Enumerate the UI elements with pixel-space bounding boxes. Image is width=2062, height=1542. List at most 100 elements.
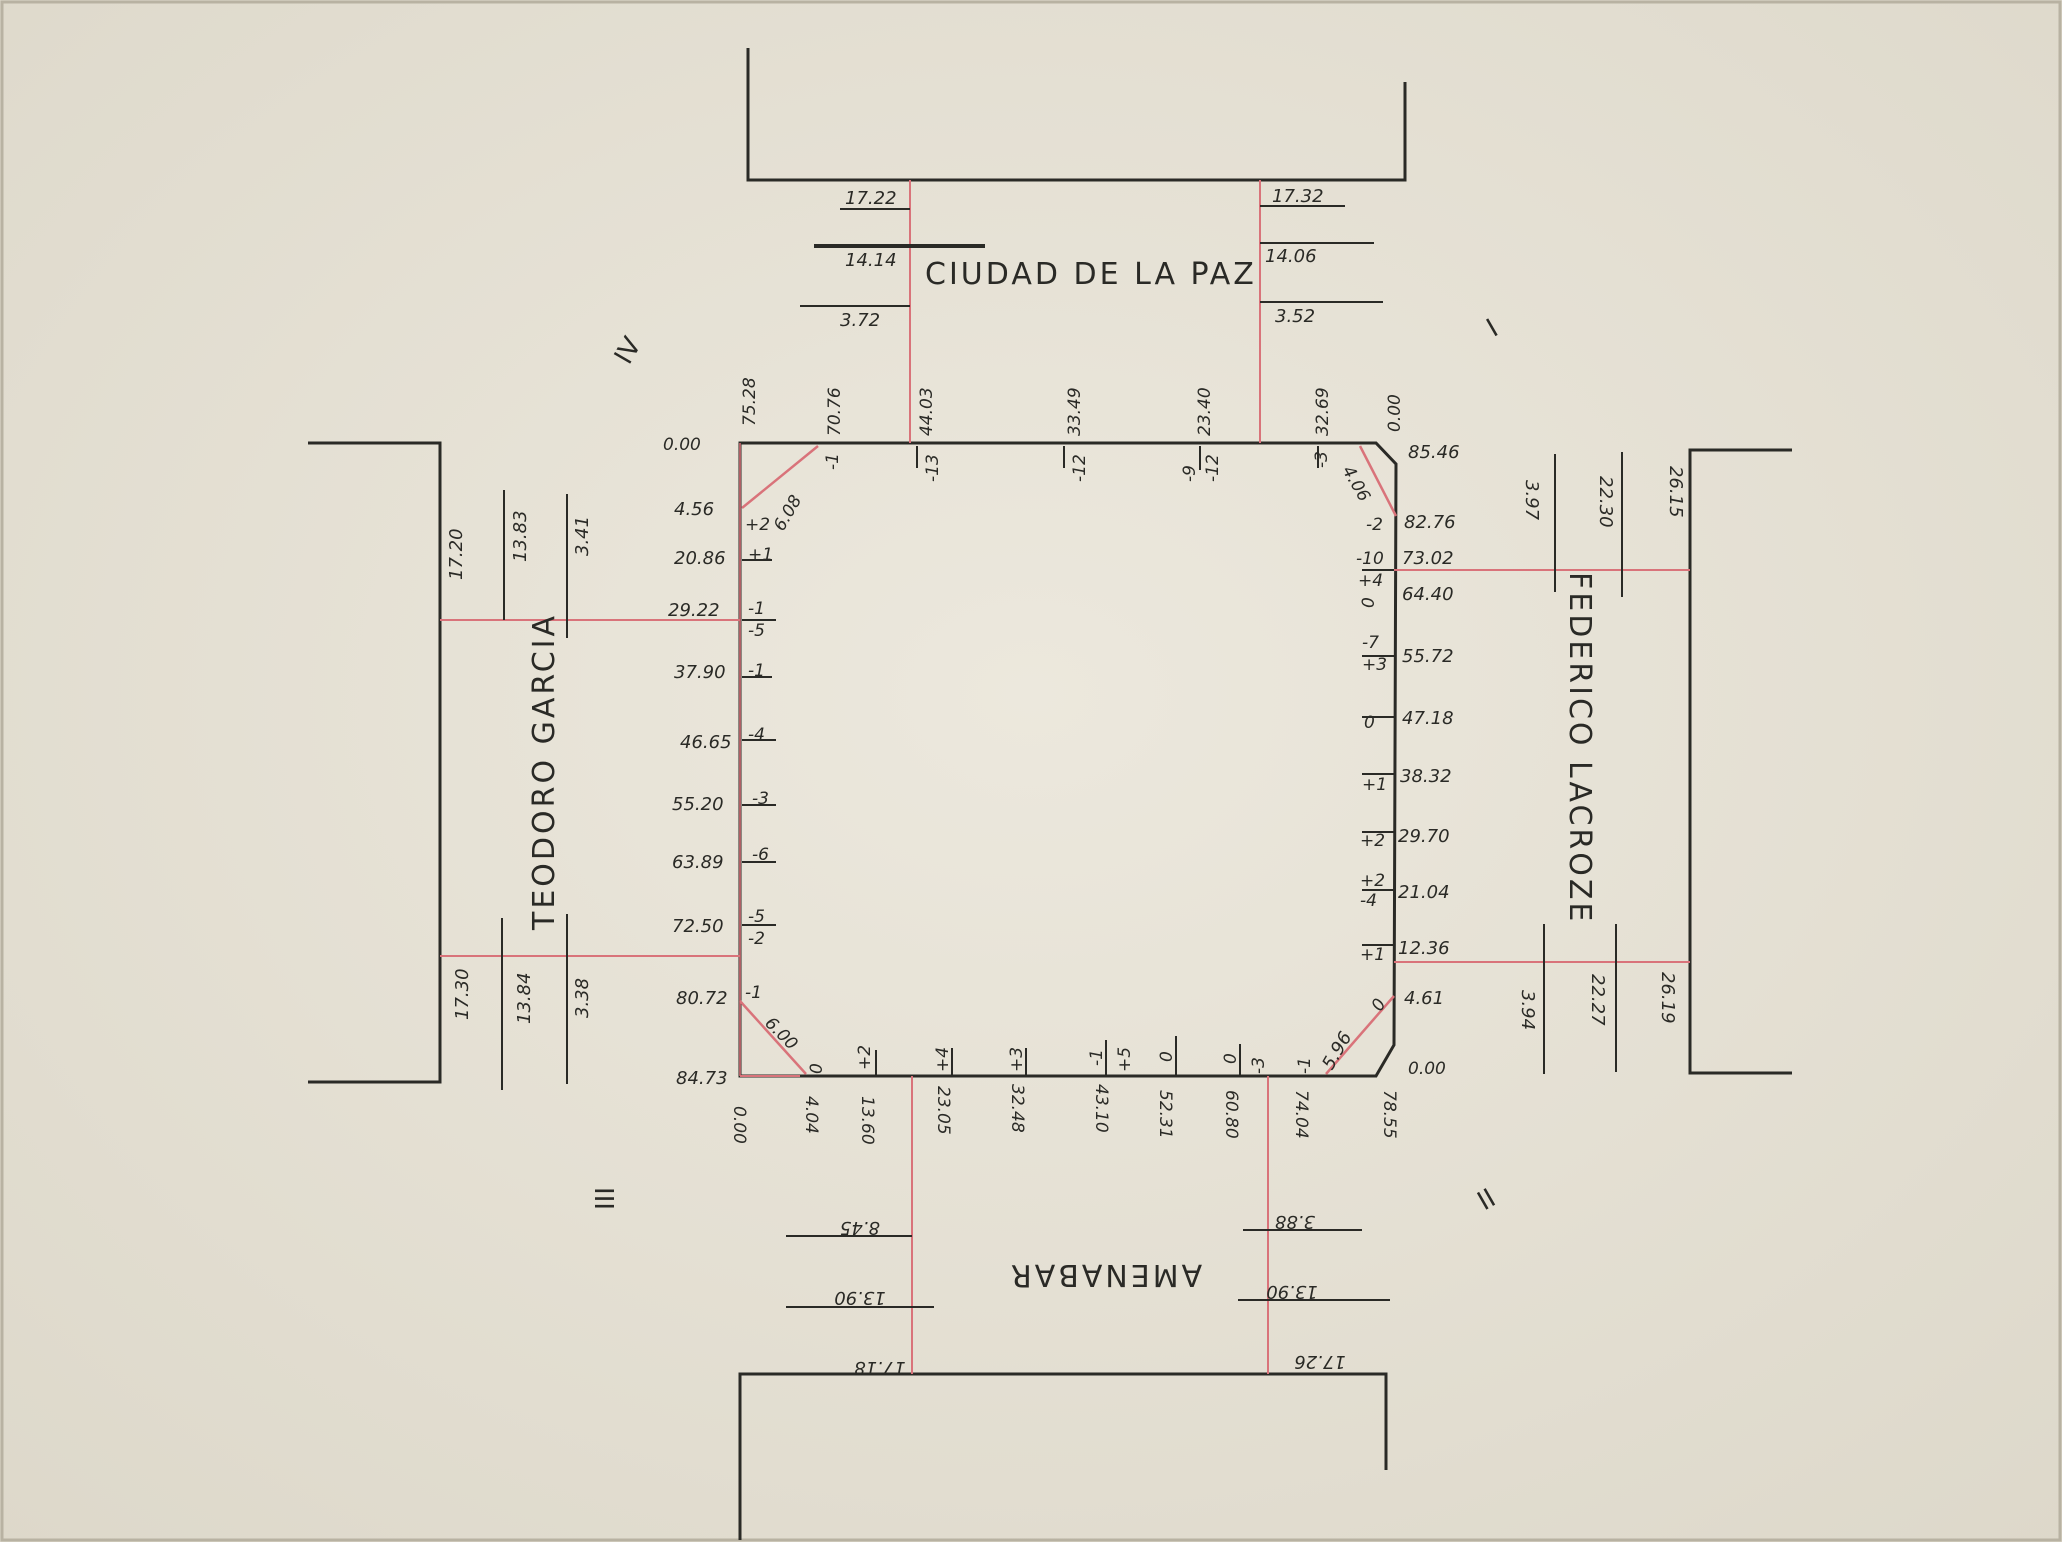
- street-name-north: CIUDAD DE LA PAZ: [925, 257, 1257, 292]
- left-level-10: -2: [748, 929, 765, 949]
- right-level-8: +1: [1362, 775, 1387, 795]
- top-chainage-32-69: 32.69: [1313, 387, 1333, 436]
- bottom-level-4: +3: [1007, 1047, 1027, 1072]
- east-block-outline: [1688, 448, 1792, 1075]
- east-upper-26-15: 26.15: [1665, 466, 1686, 518]
- right-level-1: -2: [1366, 515, 1383, 535]
- south-left-8-45: 8.45: [840, 1217, 880, 1238]
- west-upper-3-41: 3.41: [572, 516, 593, 556]
- bottom-level-9: -3: [1249, 1057, 1269, 1074]
- right-level-2: -10: [1356, 549, 1384, 569]
- north-left-17-22: 17.22: [845, 188, 897, 209]
- south-right-3-88: 3.88: [1275, 1211, 1315, 1232]
- right-chainage-55-72: 55.72: [1402, 646, 1454, 667]
- chamfer-ne: [1358, 445, 1398, 517]
- right-level-4: 0: [1359, 597, 1379, 608]
- east-street-measures: 3.97 22.30 26.15 3.94 22.27 26.19: [1517, 452, 1686, 1074]
- top-chainage-75-28: 75.28: [740, 377, 760, 426]
- north-right-14-06: 14.06: [1265, 246, 1317, 267]
- west-lower-13-84: 13.84: [514, 972, 535, 1024]
- bottom-chainage-23-05: 23.05: [933, 1086, 953, 1135]
- right-level-6: +3: [1362, 655, 1387, 675]
- north-street-measures: 17.22 14.14 3.72 17.32 14.06 3.52: [800, 186, 1383, 331]
- west-lower-17-30: 17.30: [452, 968, 473, 1020]
- top-chainage-23-40: 23.40: [1195, 387, 1215, 436]
- bottom-level-6: +5: [1115, 1047, 1135, 1072]
- right-chainage-47-18: 47.18: [1402, 708, 1454, 729]
- left-chainage-20-86: 20.86: [674, 548, 726, 569]
- left-level-11: -1: [745, 983, 762, 1003]
- top-chainage-0-00: 0.00: [1385, 394, 1405, 432]
- east-lower-22-27: 22.27: [1587, 974, 1608, 1026]
- north-left-3-72: 3.72: [840, 310, 880, 331]
- bottom-level-5: -1: [1087, 1049, 1107, 1066]
- bottom-side-measures: 0.00 4.04 13.60 23.05 32.48 43.10 52.31 …: [729, 1036, 1399, 1145]
- left-chainage-4-56: 4.56: [674, 499, 714, 520]
- chamfer-se: [1325, 995, 1395, 1075]
- right-chainage-21-04: 21.04: [1398, 882, 1450, 903]
- main-block: [738, 441, 1398, 1078]
- west-lower-3-38: 3.38: [572, 978, 593, 1018]
- right-chainage-73-02: 73.02: [1402, 548, 1454, 569]
- bottom-chainage-74-04: 74.04: [1291, 1090, 1311, 1139]
- west-street-measures: 17.20 13.83 3.41 17.30 13.84 3.38: [446, 490, 593, 1090]
- right-level-12: +1: [1360, 945, 1385, 965]
- left-chainage-84-73: 84.73: [676, 1068, 728, 1089]
- bottom-chainage-32-48: 32.48: [1007, 1084, 1027, 1133]
- right-chainage-4-61: 4.61: [1404, 988, 1444, 1009]
- right-chainage-38-32: 38.32: [1400, 766, 1452, 787]
- bottom-chainage-13-60: 13.60: [857, 1096, 877, 1145]
- east-upper-22-30: 22.30: [1595, 476, 1616, 528]
- left-level-5: -1: [748, 661, 765, 681]
- left-level-3: -1: [748, 599, 765, 619]
- west-block-outline: [308, 441, 442, 1084]
- top-side-measures: 75.28 70.76 44.03 33.49 23.40 32.69 0.00…: [663, 377, 1460, 534]
- street-name-west: TEODORO GARCIA: [527, 613, 562, 931]
- bottom-chainage-4-04: 4.04: [801, 1096, 821, 1134]
- west-upper-17-20: 17.20: [446, 528, 467, 580]
- right-level-5: -7: [1362, 633, 1379, 653]
- left-chainage-46-65: 46.65: [680, 732, 732, 753]
- bottom-chainage-60-80: 60.80: [1221, 1090, 1241, 1139]
- left-chainage-63-89: 63.89: [672, 852, 724, 873]
- left-level-1: +2: [745, 515, 770, 535]
- top-corner-right: 85.46: [1408, 442, 1460, 463]
- street-name-south: AMENABAR: [1008, 1257, 1202, 1292]
- bottom-chainage-43-10: 43.10: [1091, 1084, 1111, 1133]
- bottom-level-3: +4: [933, 1047, 953, 1072]
- top-level-3: -12: [1070, 454, 1090, 482]
- south-street-measures: 8.45 13.90 17.18 3.88 13.90 17.26: [786, 1211, 1390, 1378]
- right-chainage-82-76: 82.76: [1404, 512, 1456, 533]
- quadrant-III: III: [591, 1187, 621, 1210]
- bottom-chainage-0-00: 0.00: [729, 1106, 749, 1144]
- left-chainage-80-72: 80.72: [676, 988, 728, 1009]
- left-chainage-29-22: 29.22: [668, 600, 720, 621]
- top-chainage-70-76: 70.76: [825, 387, 845, 436]
- east-upper-3-97: 3.97: [1521, 480, 1542, 521]
- left-level-9: -5: [748, 907, 765, 927]
- south-block-outline: [738, 1372, 1388, 1540]
- bottom-chainage-78-55: 78.55: [1379, 1090, 1399, 1139]
- right-chainage-29-70: 29.70: [1398, 826, 1450, 847]
- left-level-2: +1: [748, 545, 773, 565]
- right-level-10: +2: [1360, 871, 1385, 891]
- right-level-7: 0: [1364, 713, 1375, 733]
- east-lower-3-94: 3.94: [1517, 990, 1538, 1030]
- east-lower-26-19: 26.19: [1657, 972, 1678, 1024]
- right-level-9: +2: [1360, 831, 1385, 851]
- top-level-4: -9: [1180, 465, 1200, 482]
- left-level-7: -3: [752, 789, 769, 809]
- left-level-4: -5: [748, 621, 765, 641]
- south-left-17-18: 17.18: [854, 1357, 906, 1378]
- right-chainage-12-36: 12.36: [1398, 938, 1450, 959]
- bottom-level-7: 0: [1157, 1051, 1177, 1062]
- top-level-6: -3: [1312, 451, 1332, 468]
- chamfer-sw: [739, 1000, 807, 1075]
- reference-lines: [440, 180, 1690, 1374]
- right-level-11: -4: [1360, 891, 1377, 911]
- top-chainage-33-49: 33.49: [1065, 387, 1085, 436]
- left-level-8: -6: [752, 845, 769, 865]
